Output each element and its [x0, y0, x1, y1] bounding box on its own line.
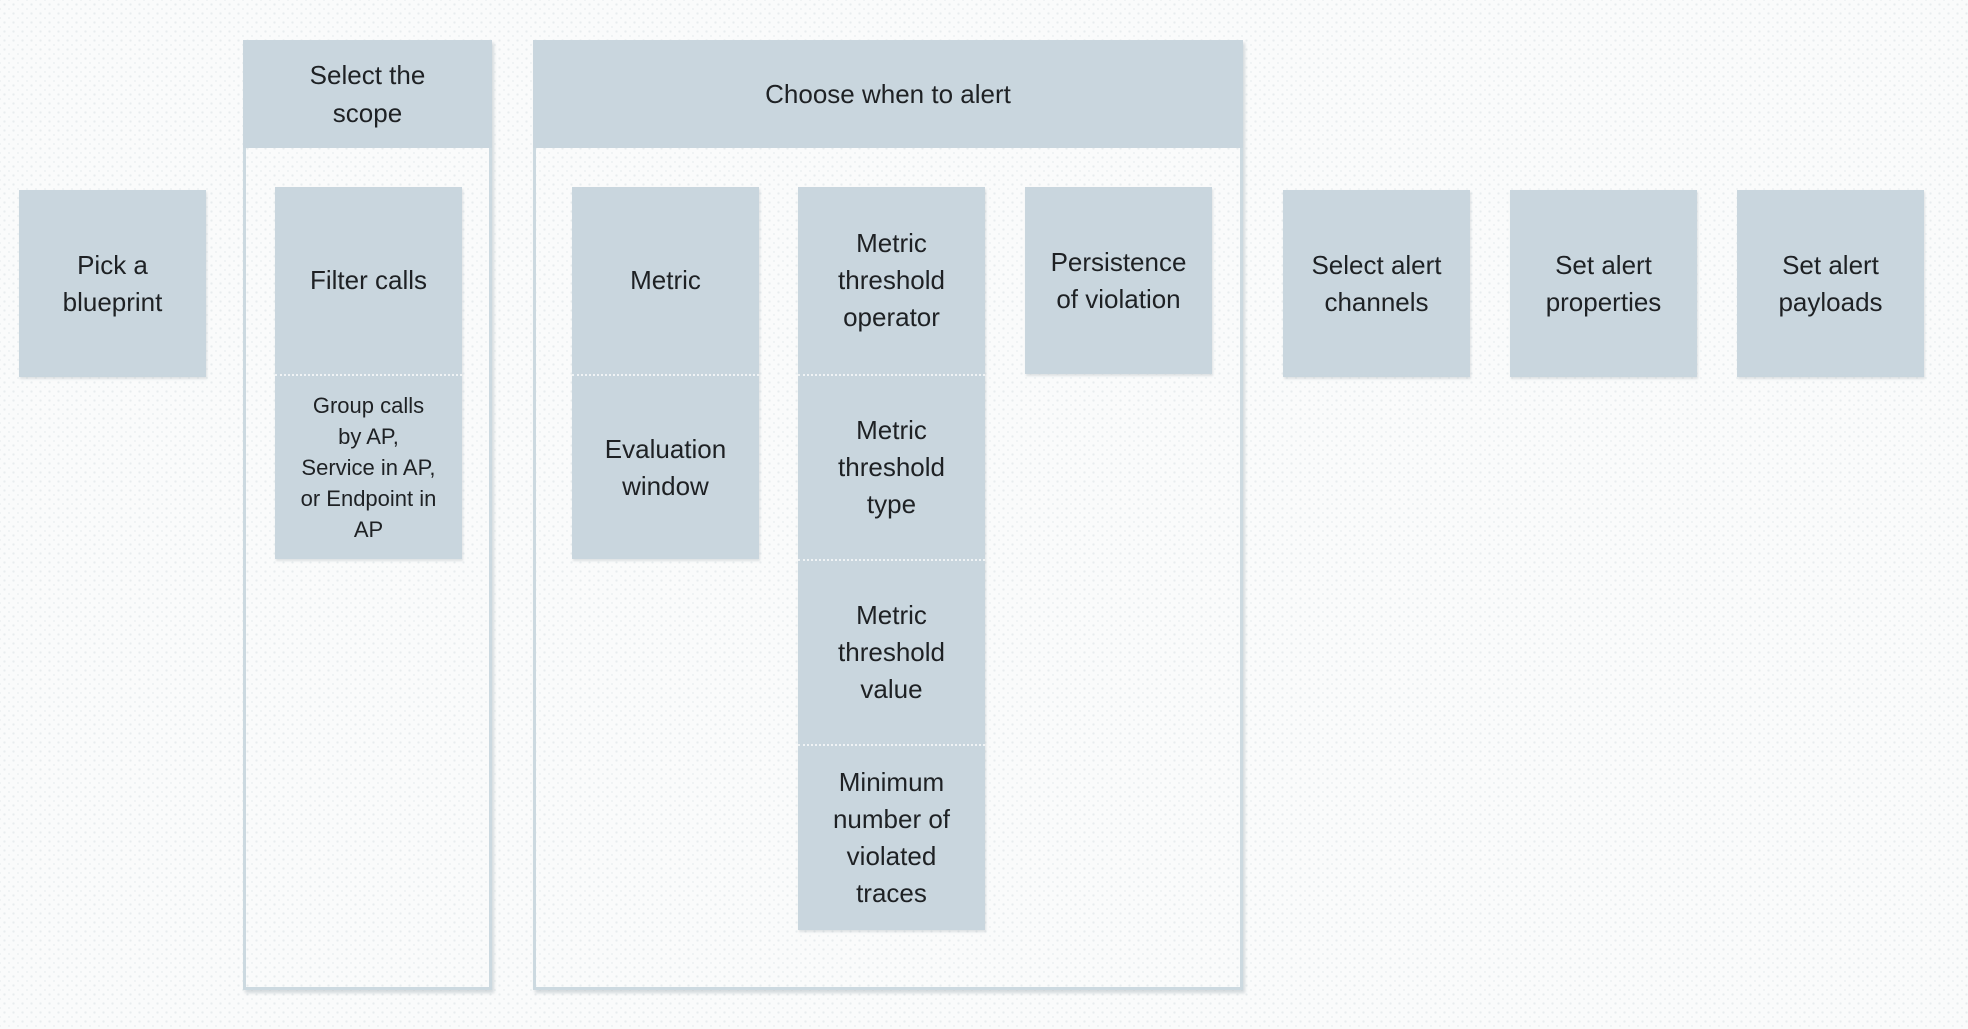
step-set-alert-payloads: Set alert payloads — [1737, 190, 1924, 377]
step-metric: Metric — [572, 187, 759, 374]
step-select-alert-channels: Select alert channels — [1283, 190, 1470, 377]
group-select-the-scope: Select the scope Filter calls Group call… — [243, 40, 492, 990]
step-pick-a-blueprint: Pick a blueprint — [19, 190, 206, 377]
metric-steps-stack: Metric Evaluation window — [572, 187, 759, 559]
persistence-steps-stack: Persistence of violation — [1025, 187, 1212, 374]
scope-steps-stack: Filter calls Group calls by AP, Service … — [275, 187, 462, 559]
group-select-the-scope-body: Filter calls Group calls by AP, Service … — [243, 148, 492, 990]
step-set-alert-properties: Set alert properties — [1510, 190, 1697, 377]
group-choose-when-to-alert: Choose when to alert Metric Evaluation w… — [533, 40, 1243, 990]
step-minimum-violated-traces: Minimum number of violated traces — [798, 744, 985, 930]
step-evaluation-window: Evaluation window — [572, 374, 759, 559]
step-metric-threshold-value: Metric threshold value — [798, 559, 985, 744]
group-choose-when-to-alert-header: Choose when to alert — [533, 40, 1243, 148]
step-metric-threshold-operator: Metric threshold operator — [798, 187, 985, 374]
group-choose-when-to-alert-body: Metric Evaluation window Metric threshol… — [533, 148, 1243, 990]
threshold-steps-stack: Metric threshold operator Metric thresho… — [798, 187, 985, 930]
step-filter-calls: Filter calls — [275, 187, 462, 374]
step-group-calls-by-ap: Group calls by AP, Service in AP, or End… — [275, 374, 462, 559]
group-select-the-scope-header: Select the scope — [243, 40, 492, 148]
step-persistence-of-violation: Persistence of violation — [1025, 187, 1212, 374]
step-metric-threshold-type: Metric threshold type — [798, 374, 985, 559]
